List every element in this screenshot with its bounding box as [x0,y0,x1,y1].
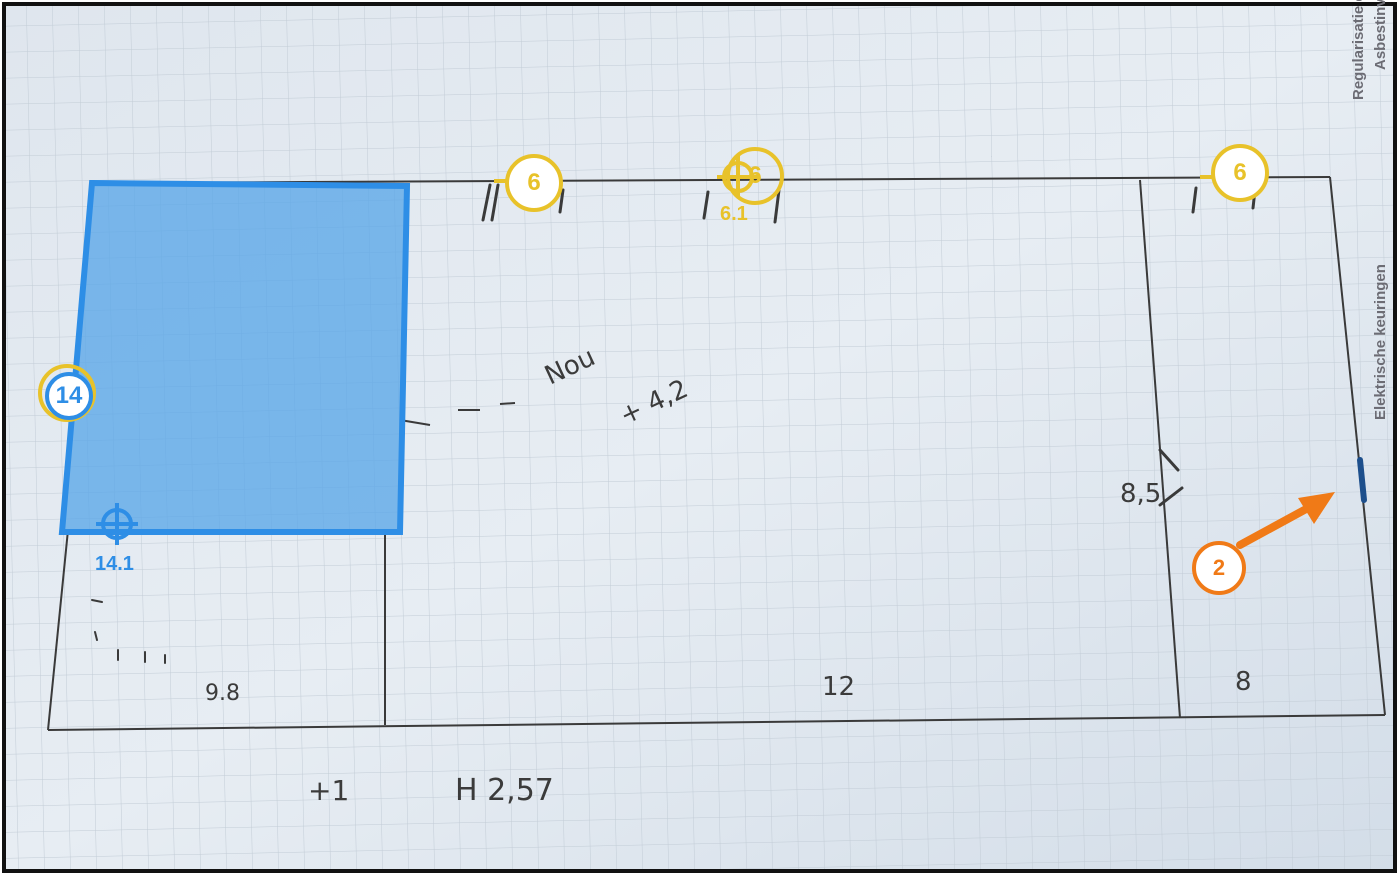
side-label-regularisatie: Regularisatie e [1350,0,1367,100]
room-14-polygon[interactable] [58,179,411,535]
hand-bottom-middle: 12 [822,672,855,702]
marker-2-orange[interactable]: 2 [1192,541,1246,595]
marker-6-1-label: 6.1 [720,203,748,225]
marker-6-top-right[interactable]: 6 [1211,144,1269,202]
hand-bottom-left: 9.8 [205,681,240,706]
hand-below-left: +1 [308,774,349,807]
hand-right-height: 8,5 [1120,479,1161,509]
crosshair-icon[interactable] [96,503,138,545]
side-label-elektrische: Elektrische keuringen [1372,264,1389,420]
side-label-asbest: Asbestinventar [1372,0,1389,70]
hand-below-height: H 2,57 [455,773,554,808]
marker-14-room[interactable]: 14 [45,372,93,420]
marker-14-1-label: 14.1 [95,553,134,575]
arrow-icon[interactable] [1236,492,1335,549]
marker-6-top-left[interactable]: 6 [505,154,563,212]
marker-6-top-middle[interactable]: 6 [726,147,784,205]
hand-bottom-right: 8 [1235,667,1252,697]
